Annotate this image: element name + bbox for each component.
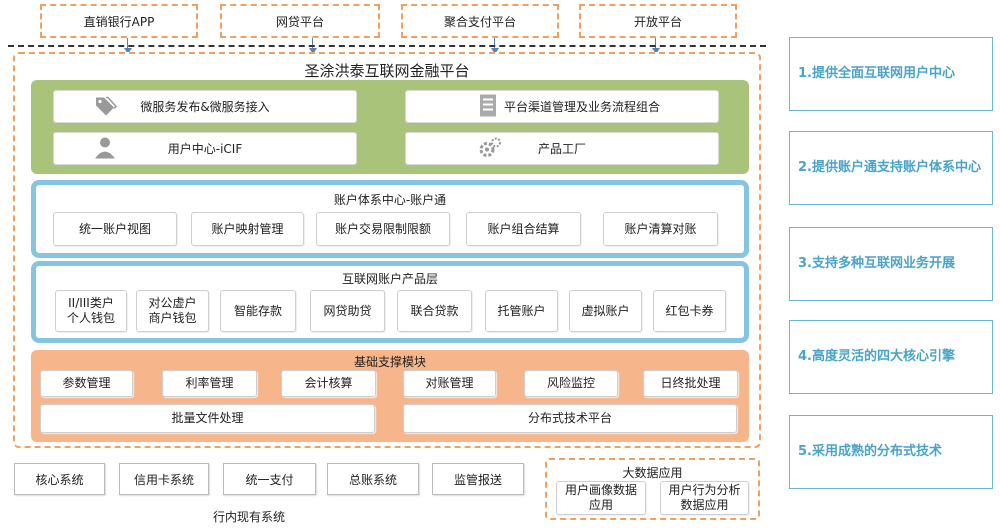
channel-aggregate-payment: 聚合支付平台 bbox=[401, 4, 559, 38]
channel-direct-bank-app: 直销银行APP bbox=[40, 4, 198, 38]
base-item: 批量文件处理 bbox=[40, 404, 375, 433]
legacy-system-item: 监管报送 bbox=[432, 463, 524, 495]
legacy-system-item: 统一支付 bbox=[223, 463, 316, 495]
account-item: 账户映射管理 bbox=[191, 212, 304, 246]
big-data-item: 用户画像数据 应用 bbox=[556, 481, 646, 515]
platform-title: 圣涂洪泰互联网金融平台 bbox=[304, 62, 470, 80]
legacy-system-item: 信用卡系统 bbox=[119, 463, 209, 495]
product-item: II/III类户 个人钱包 bbox=[55, 290, 127, 332]
product-item: 虚拟账户 bbox=[569, 290, 642, 332]
account-item: 账户组合结算 bbox=[466, 212, 581, 246]
product-item: 智能存款 bbox=[220, 290, 296, 332]
feature-callout: 5.采用成熟的分布式技术 bbox=[789, 415, 993, 489]
divider-line bbox=[8, 45, 766, 47]
document-icon bbox=[478, 93, 498, 120]
product-item: 对公虚户 商户钱包 bbox=[136, 290, 209, 332]
account-item: 统一账户视图 bbox=[53, 212, 177, 246]
account-item: 账户清算对账 bbox=[603, 212, 718, 246]
channel-online-loan: 网贷平台 bbox=[220, 4, 380, 38]
base-item: 风险监控 bbox=[524, 370, 618, 397]
feature-callout: 4.高度灵活的四大核心引擎 bbox=[789, 320, 993, 394]
microservice-box: 微服务发布&微服务接入 bbox=[53, 90, 357, 123]
base-item: 对账管理 bbox=[403, 370, 496, 397]
product-item: 红包卡券 bbox=[653, 290, 726, 332]
account-center-title: 账户体系中心-账户通 bbox=[333, 193, 447, 207]
user-icon bbox=[94, 136, 116, 161]
tags-icon bbox=[94, 94, 118, 119]
product-item: 托管账户 bbox=[485, 290, 558, 332]
channel-open-platform: 开放平台 bbox=[579, 4, 737, 38]
product-item: 网贷助贷 bbox=[310, 290, 385, 332]
legacy-system-item: 总账系统 bbox=[327, 463, 419, 495]
base-item: 会计核算 bbox=[281, 370, 376, 397]
feature-callout: 3.支持多种互联网业务开展 bbox=[789, 227, 993, 301]
product-item: 联合贷款 bbox=[397, 290, 472, 332]
product-layer-title: 互联网账户产品层 bbox=[341, 272, 438, 286]
product-factory-box: 产品工厂 bbox=[405, 132, 719, 165]
channel-management-box: 平台渠道管理及业务流程组合 bbox=[405, 90, 719, 123]
legacy-systems-label: 行内现有系统 bbox=[213, 510, 286, 524]
feature-callout: 2.提供账户通支持账户体系中心 bbox=[789, 131, 993, 205]
user-center-box: 用户中心-iCIF bbox=[53, 132, 357, 165]
base-module-title: 基础支撑模块 bbox=[353, 355, 426, 369]
legacy-system-item: 核心系统 bbox=[14, 463, 105, 495]
account-item: 账户交易限制限额 bbox=[316, 212, 450, 246]
big-data-item: 用户行为分析 数据应用 bbox=[660, 481, 749, 515]
base-item: 日终批处理 bbox=[643, 370, 738, 397]
gear-icon bbox=[478, 136, 502, 161]
base-item: 分布式技术平台 bbox=[403, 404, 737, 433]
base-item: 参数管理 bbox=[40, 370, 133, 397]
base-item: 利率管理 bbox=[162, 370, 257, 397]
feature-callout: 1.提供全面互联网用户中心 bbox=[789, 37, 993, 111]
big-data-title: 大数据应用 bbox=[622, 466, 683, 480]
